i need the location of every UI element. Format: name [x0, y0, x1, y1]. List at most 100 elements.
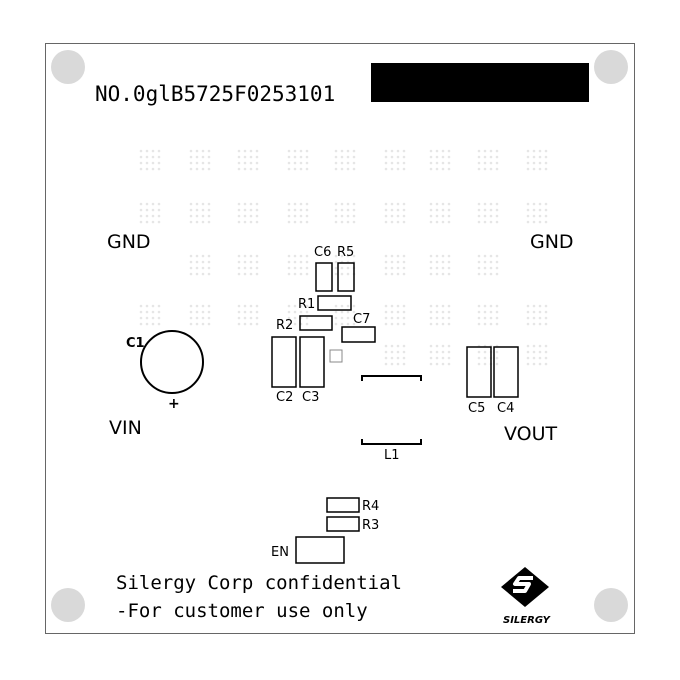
mount-hole-top-right [594, 50, 628, 84]
via [441, 362, 445, 366]
via [299, 310, 303, 314]
via [441, 167, 445, 171]
via [299, 155, 303, 159]
via [334, 155, 338, 159]
via [293, 149, 297, 153]
via [544, 155, 548, 159]
via [532, 362, 536, 366]
via [195, 220, 199, 224]
via [201, 202, 205, 206]
via [249, 266, 253, 270]
via [293, 202, 297, 206]
via [305, 266, 309, 270]
via [477, 214, 481, 218]
via [352, 310, 356, 314]
via [441, 149, 445, 153]
via [402, 220, 406, 224]
via [287, 202, 291, 206]
via [390, 149, 394, 153]
via [340, 161, 344, 165]
via [139, 167, 143, 171]
via [157, 214, 161, 218]
via [157, 310, 161, 314]
via [544, 214, 548, 218]
via [249, 149, 253, 153]
via [237, 310, 241, 314]
via [538, 202, 542, 206]
r4-footprint [326, 497, 360, 513]
via [287, 214, 291, 218]
via [390, 310, 394, 314]
via [526, 208, 530, 212]
via [477, 304, 481, 308]
en-jumper-footprint [295, 536, 345, 564]
via [477, 272, 481, 276]
via [346, 149, 350, 153]
via [489, 220, 493, 224]
via [396, 260, 400, 264]
via [495, 350, 499, 354]
via [477, 310, 481, 314]
via [201, 220, 205, 224]
via [447, 254, 451, 258]
via [447, 149, 451, 153]
via [340, 310, 344, 314]
via [334, 310, 338, 314]
via [145, 316, 149, 320]
via [195, 161, 199, 165]
via [255, 220, 259, 224]
via [384, 155, 388, 159]
via [489, 167, 493, 171]
via [544, 208, 548, 212]
via [544, 167, 548, 171]
via [384, 161, 388, 165]
via [384, 344, 388, 348]
via [299, 304, 303, 308]
via [249, 202, 253, 206]
via [390, 214, 394, 218]
via [287, 266, 291, 270]
via [249, 161, 253, 165]
via [441, 310, 445, 314]
via [447, 322, 451, 326]
via [249, 316, 253, 320]
via [249, 322, 253, 326]
via [237, 266, 241, 270]
via [189, 208, 193, 212]
via [201, 322, 205, 326]
via [189, 167, 193, 171]
via [293, 220, 297, 224]
via [402, 161, 406, 165]
via [201, 167, 205, 171]
via [352, 149, 356, 153]
via [489, 260, 493, 264]
via [237, 161, 241, 165]
via [429, 310, 433, 314]
via [346, 208, 350, 212]
l1-label: L1 [384, 448, 400, 463]
via [237, 155, 241, 159]
via [207, 220, 211, 224]
via [435, 266, 439, 270]
via [195, 260, 199, 264]
via [151, 214, 155, 218]
via [255, 272, 259, 276]
via [544, 350, 548, 354]
via [384, 356, 388, 360]
via [544, 202, 548, 206]
via [305, 322, 309, 326]
via [346, 155, 350, 159]
part-number: NO.0glB5725F0253101 [95, 82, 335, 106]
via [243, 254, 247, 258]
via [390, 356, 394, 360]
via [346, 167, 350, 171]
via [334, 202, 338, 206]
via [489, 214, 493, 218]
via [334, 149, 338, 153]
via [447, 344, 451, 348]
via [447, 208, 451, 212]
r5-label: R5 [337, 245, 354, 260]
via [435, 155, 439, 159]
via [237, 272, 241, 276]
via [384, 350, 388, 354]
